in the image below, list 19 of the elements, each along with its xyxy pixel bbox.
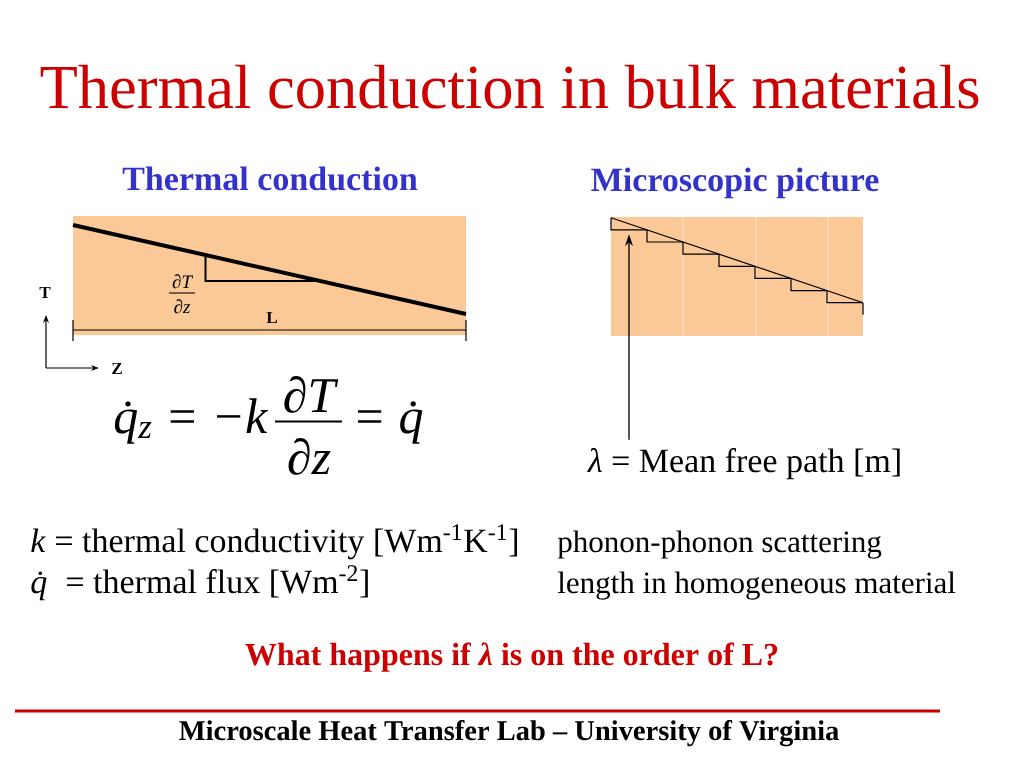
definition-text: λ = Mean free path [m] bbox=[587, 448, 900, 480]
subheading: Thermal conduction bbox=[122, 166, 418, 191]
definition-text: phonon-phonon scattering length in homogeneous material bbox=[557, 530, 956, 600]
step bbox=[610, 217, 648, 231]
label: q̇$_{z}$ = −k bbox=[114, 398, 268, 444]
definition-text: q̇ = thermal flux [Wm$^{-2}$] bbox=[31, 565, 368, 601]
axis-label: Z bbox=[112, 362, 122, 374]
dimension-label: L bbox=[266, 311, 277, 323]
footer-text: Microscale Heat Transfer Lab – University of Virginia bbox=[179, 719, 839, 747]
question-text: What happens if λ is on the order of L? bbox=[245, 642, 778, 672]
equation: q̇$_{z}$ = −k ∂T ∂z = q̇ bbox=[114, 375, 423, 475]
title: Thermal conduction in bulk materials bbox=[40, 64, 979, 109]
definition-text: k = thermal conductivity [Wm$^{-1}$K$^{-1}$] bbox=[31, 524, 518, 560]
subheading: Microscopic picture bbox=[591, 167, 879, 199]
label: = q̇ bbox=[357, 401, 423, 444]
axis-label: T bbox=[39, 286, 51, 298]
slope-fraction: ∂T ∂z bbox=[168, 274, 196, 314]
label: ∂T bbox=[284, 375, 339, 413]
label: ∂z bbox=[288, 437, 331, 475]
